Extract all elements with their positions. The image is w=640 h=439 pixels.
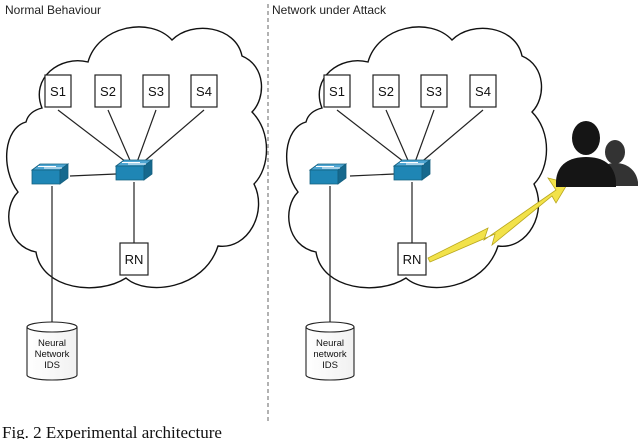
server-label: S4 — [475, 84, 491, 99]
db-line: network — [313, 349, 347, 360]
left-server-s1: S1 — [44, 74, 72, 108]
left-switch-1-switch-icon — [30, 163, 70, 185]
right-server-s4: S4 — [469, 74, 497, 108]
left-server-s3: S3 — [142, 74, 170, 108]
left-panel: Normal Behaviour S1 S2 S3 S4 — [5, 3, 268, 381]
left-rn-node: RN — [119, 242, 149, 276]
db-line: Neural — [38, 338, 66, 349]
right-switch-2-switch-icon — [392, 159, 432, 181]
left-switch-2-switch-icon — [114, 159, 154, 181]
figure-caption: Fig. 2 Experimental architecture — [2, 423, 222, 439]
server-label: S3 — [148, 84, 164, 99]
right-rn-node: RN — [397, 242, 427, 276]
right-database-icon: Neural network IDS — [305, 321, 355, 381]
right-panel-title: Network under Attack — [272, 3, 387, 17]
right-wires — [329, 109, 484, 322]
db-line: Network — [35, 349, 70, 360]
left-server-s2: S2 — [94, 74, 122, 108]
db-line: Neural — [316, 338, 344, 349]
left-server-s4: S4 — [190, 74, 218, 108]
server-label: S4 — [196, 84, 212, 99]
rn-label: RN — [403, 252, 422, 267]
right-server-s3: S3 — [420, 74, 448, 108]
right-server-s2: S2 — [372, 74, 400, 108]
server-label: S1 — [329, 84, 345, 99]
lightning-icon — [427, 177, 569, 263]
server-label: S3 — [426, 84, 442, 99]
db-line: IDS — [322, 360, 338, 371]
left-panel-title: Normal Behaviour — [5, 3, 101, 17]
db-line: IDS — [44, 360, 60, 371]
attacker-icon — [556, 121, 638, 187]
right-server-s1: S1 — [323, 74, 351, 108]
server-label: S2 — [100, 84, 116, 99]
server-label: S1 — [50, 84, 66, 99]
right-panel: Network under Attack S1 S2 S3 S4 — [272, 3, 638, 381]
right-switch-1-switch-icon — [308, 163, 348, 185]
left-wires — [51, 109, 205, 322]
left-database-icon: Neural Network IDS — [26, 321, 78, 381]
server-label: S2 — [378, 84, 394, 99]
rn-label: RN — [125, 252, 144, 267]
